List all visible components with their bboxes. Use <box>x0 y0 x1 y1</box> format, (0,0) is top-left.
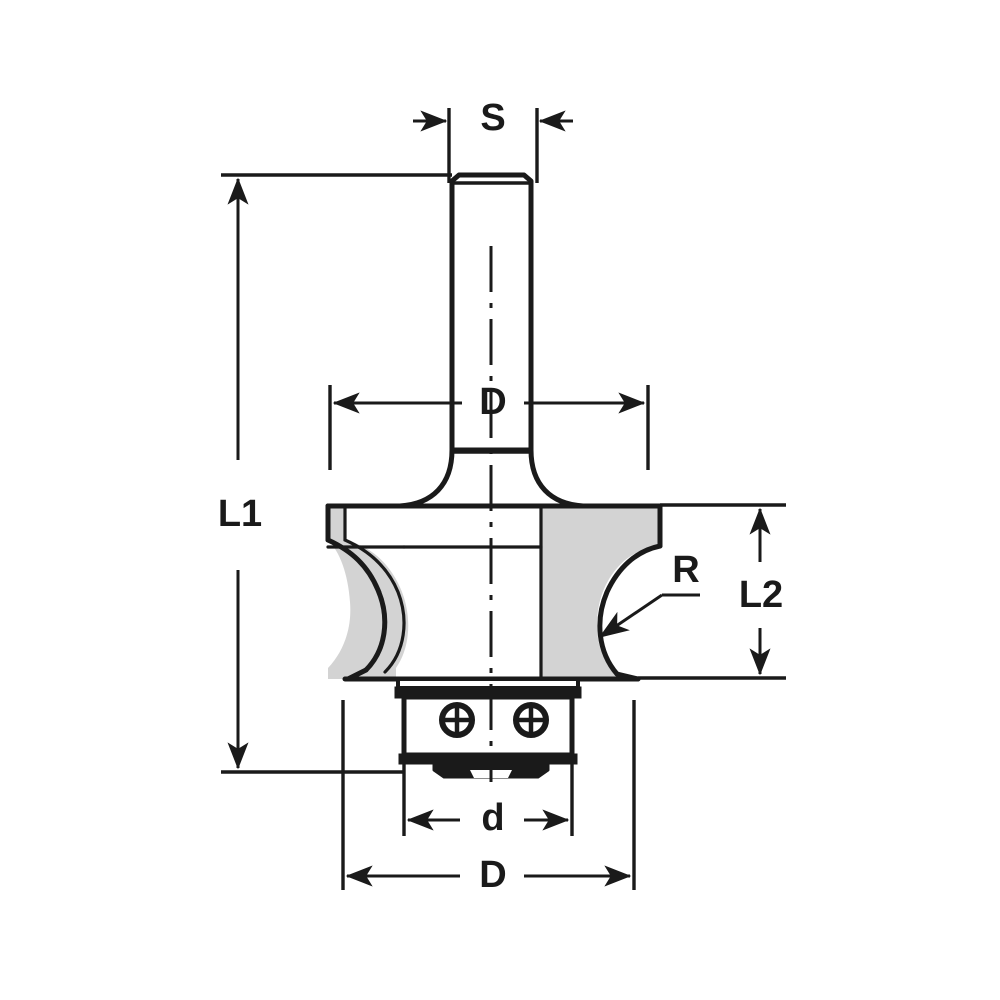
dimension-label-l2: L2 <box>739 574 783 616</box>
guide-bearing <box>394 677 582 765</box>
dimension-cutting-length: L2 <box>638 503 786 680</box>
bearing-ball-left <box>439 702 475 738</box>
dimension-profile-radius: R <box>598 549 700 639</box>
carbide-cutting-edge-right <box>541 506 660 679</box>
shank-body-fillet <box>325 447 663 509</box>
dimension-shank-diameter: S <box>413 97 573 183</box>
dimension-bearing-diameter: d <box>402 763 574 839</box>
dimension-label-d-bearing: d <box>481 797 504 839</box>
carbide-seam-lines <box>326 504 543 681</box>
dimension-label-r: R <box>672 549 699 591</box>
dimension-cutter-diameter-upper: D <box>328 381 650 470</box>
dimension-overall-length: L1 <box>218 173 452 774</box>
dimension-label-s: S <box>480 97 505 139</box>
bearing-ball-right <box>513 702 549 738</box>
dimension-label-l1: L1 <box>218 493 262 535</box>
dimension-cutter-diameter-lower: D <box>341 700 636 896</box>
dimension-label-d-upper: D <box>479 381 506 423</box>
dimension-label-d-lower: D <box>479 854 506 896</box>
